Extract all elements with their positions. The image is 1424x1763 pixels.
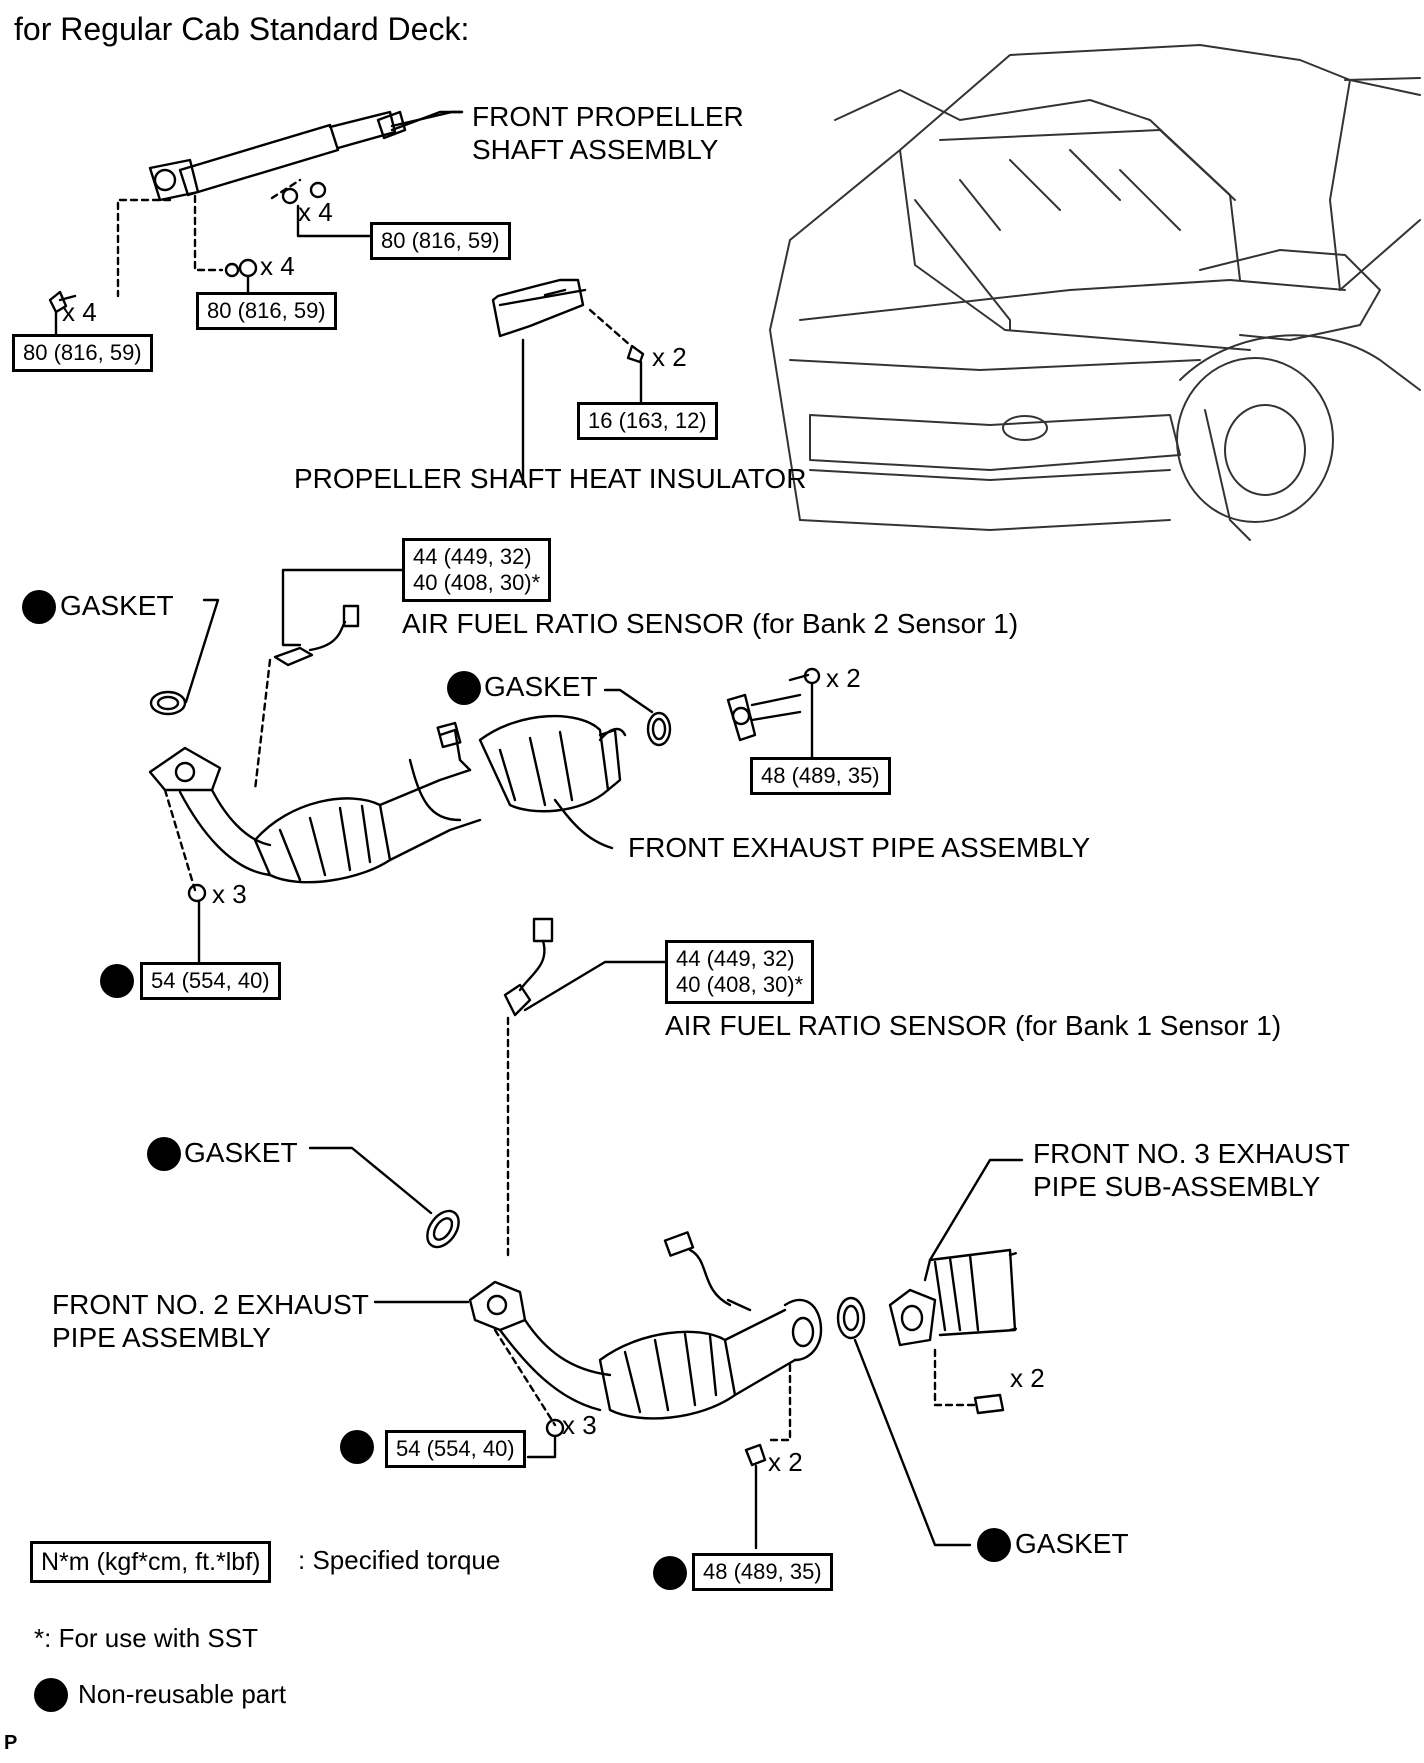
- flange-and-bolts-right: [726, 667, 821, 768]
- label-front-propeller-shaft-line2: SHAFT ASSEMBLY: [472, 134, 719, 165]
- qty-flange-bolts: x 2: [826, 663, 861, 693]
- front-exhaust-pipe-assembly: [148, 714, 627, 884]
- label-heat-insulator: PROPELLER SHAFT HEAT INSULATOR: [294, 463, 807, 494]
- leader-front-exhaust: [553, 798, 614, 850]
- label-gasket-2: GASKET: [484, 671, 598, 702]
- label-front-propeller-shaft-line1: FRONT PROPELLER: [472, 101, 744, 132]
- label-af-sensor-bank2: AIR FUEL RATIO SENSOR (for Bank 2 Sensor…: [402, 608, 1019, 639]
- front-no3-exhaust-pipe: [888, 1158, 1024, 1415]
- label-gasket-4: GASKET: [1015, 1528, 1129, 1559]
- vehicle-front-illustration: [769, 44, 1421, 541]
- torque-bank1-line1: 44 (449, 32): [676, 946, 795, 971]
- legend-torque-box: N*m (kgf*cm, ft.*lbf): [30, 1541, 272, 1583]
- qty-propshaft-bolts: x 4: [62, 297, 97, 327]
- qty-propshaft-nuts: x 4: [298, 197, 333, 227]
- label-gasket-1: GASKET: [60, 590, 174, 621]
- gasket-ring-left: [149, 598, 220, 716]
- non-reusable-marker: [977, 1528, 1011, 1562]
- legend-torque-desc: : Specified torque: [298, 1545, 501, 1575]
- non-reusable-marker: [147, 1137, 181, 1171]
- non-reusable-marker: [447, 671, 481, 705]
- qty-propshaft-mid: x 4: [260, 251, 295, 281]
- torque-bank1-line2: 40 (408, 30)*: [676, 972, 804, 997]
- qty-no3-bolts: x 2: [1010, 1363, 1045, 1393]
- legend-non-reusable: Non-reusable part: [78, 1679, 287, 1709]
- qty-insulator-bolts: x 2: [652, 342, 687, 372]
- torque-box-sensor-bank2: 44 (449, 32) 40 (408, 30)*: [402, 538, 552, 602]
- page-title: for Regular Cab Standard Deck:: [14, 11, 470, 47]
- gasket-ring-mid: [603, 688, 672, 747]
- torque-box-front-pipe-flange: 48 (489, 35): [750, 757, 891, 795]
- qty-front-pipe-nuts: x 3: [212, 879, 247, 909]
- footer-mark: P: [4, 1732, 18, 1754]
- qty-no2-rear-bolts: x 2: [768, 1447, 803, 1477]
- af-sensor-bank2: [253, 568, 404, 792]
- torque-box-propshaft-a: 80 (816, 59): [12, 334, 153, 372]
- legend-non-reusable-marker: [34, 1678, 68, 1712]
- propeller-shaft-heat-insulator: [491, 278, 645, 486]
- label-front-no3-line1: FRONT NO. 3 EXHAUST: [1033, 1138, 1350, 1169]
- torque-box-propshaft-c: 80 (816, 59): [370, 222, 511, 260]
- label-gasket-3: GASKET: [184, 1137, 298, 1168]
- gasket-ring-lower-right: [836, 1296, 972, 1547]
- torque-box-no2-nut: 54 (554, 40): [385, 1430, 526, 1468]
- torque-box-heat-insulator: 16 (163, 12): [577, 402, 718, 440]
- gasket-ring-lower-left: [308, 1146, 460, 1249]
- label-front-no3-line2: PIPE SUB-ASSEMBLY: [1033, 1171, 1321, 1202]
- front-no2-exhaust-pipe: [468, 1231, 823, 1442]
- torque-bank2-line2: 40 (408, 30)*: [413, 570, 541, 595]
- non-reusable-marker: [340, 1430, 374, 1464]
- torque-box-sensor-bank1: 44 (449, 32) 40 (408, 30)*: [665, 940, 815, 1004]
- label-front-no2-line2: PIPE ASSEMBLY: [52, 1322, 271, 1353]
- torque-box-front-pipe-nut: 54 (554, 40): [140, 962, 281, 1000]
- legend-sst: *: For use with SST: [34, 1623, 258, 1653]
- qty-no2-nuts: x 3: [562, 1410, 597, 1440]
- front-pipe-nuts: [163, 788, 207, 968]
- label-af-sensor-bank1: AIR FUEL RATIO SENSOR (for Bank 1 Sensor…: [665, 1010, 1282, 1041]
- non-reusable-marker: [653, 1556, 687, 1590]
- label-front-exhaust-pipe: FRONT EXHAUST PIPE ASSEMBLY: [628, 832, 1091, 863]
- front-propeller-shaft: [148, 110, 464, 202]
- no2-fasteners: [526, 1418, 767, 1550]
- label-front-no2-line1: FRONT NO. 2 EXHAUST: [52, 1289, 369, 1320]
- torque-box-no2-rear: 48 (489, 35): [692, 1553, 833, 1591]
- non-reusable-marker: [22, 590, 56, 624]
- af-sensor-bank1: [503, 917, 670, 1262]
- propshaft-fasteners: [48, 181, 374, 338]
- non-reusable-marker: [100, 964, 134, 998]
- torque-bank2-line1: 44 (449, 32): [413, 544, 532, 569]
- torque-box-propshaft-b: 80 (816, 59): [196, 292, 337, 330]
